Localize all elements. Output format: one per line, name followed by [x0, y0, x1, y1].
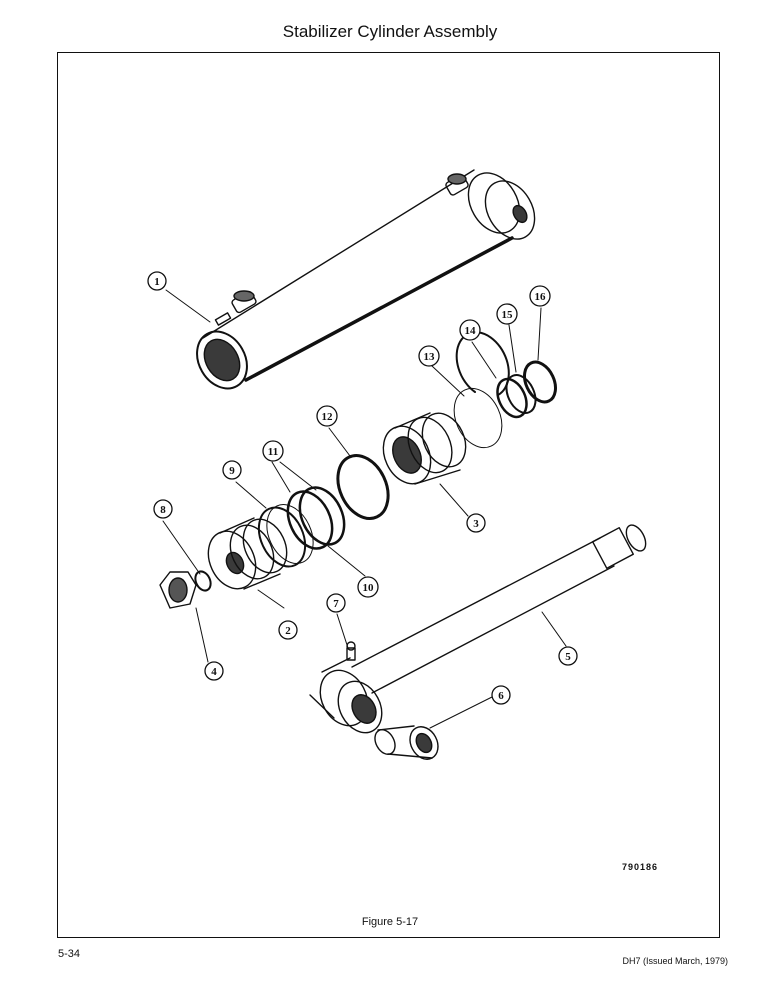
svg-text:8: 8 [160, 504, 166, 516]
callout-1: 1 [147, 271, 167, 291]
callout-2: 2 [278, 620, 298, 640]
page-number: 5-34 [58, 948, 81, 960]
svg-text:6: 6 [498, 690, 504, 702]
svg-text:10: 10 [363, 582, 375, 594]
callout-3: 3 [466, 513, 486, 533]
svg-text:5: 5 [565, 651, 571, 663]
callout-9: 9 [222, 460, 242, 480]
document-code: DH7 (Issued March, 1979) [622, 956, 728, 966]
callout-12: 12 [316, 405, 338, 427]
callout-16: 16 [529, 285, 551, 307]
callout-6: 6 [491, 685, 511, 705]
cylinder-barrel [196, 169, 536, 390]
svg-text:14: 14 [465, 325, 477, 337]
drawing-number: 790186 [622, 862, 659, 872]
piston-rod [309, 524, 647, 734]
svg-text:11: 11 [268, 446, 278, 458]
callout-11: 11 [262, 440, 284, 462]
figure-caption: Figure 5-17 [361, 916, 419, 928]
figure-frame [57, 52, 720, 938]
callout-15: 15 [496, 303, 518, 325]
svg-text:13: 13 [424, 351, 436, 363]
svg-text:9: 9 [229, 465, 235, 477]
svg-text:1: 1 [154, 276, 160, 288]
svg-text:12: 12 [322, 411, 334, 423]
svg-text:3: 3 [473, 518, 479, 530]
svg-text:4: 4 [211, 666, 217, 678]
callout-13: 13 [418, 345, 440, 367]
svg-text:2: 2 [285, 625, 291, 637]
page-title: Stabilizer Cylinder Assembly [282, 22, 498, 41]
callout-7: 7 [326, 593, 346, 613]
piston [207, 517, 288, 590]
svg-text:16: 16 [535, 291, 547, 303]
callout-4: 4 [204, 661, 224, 681]
callout-8: 8 [153, 499, 173, 519]
svg-text:15: 15 [502, 309, 514, 321]
callout-10: 10 [357, 576, 379, 598]
cylinder-head [382, 412, 467, 485]
callout-14: 14 [459, 319, 481, 341]
svg-text:7: 7 [333, 598, 339, 610]
callout-5: 5 [558, 646, 578, 666]
